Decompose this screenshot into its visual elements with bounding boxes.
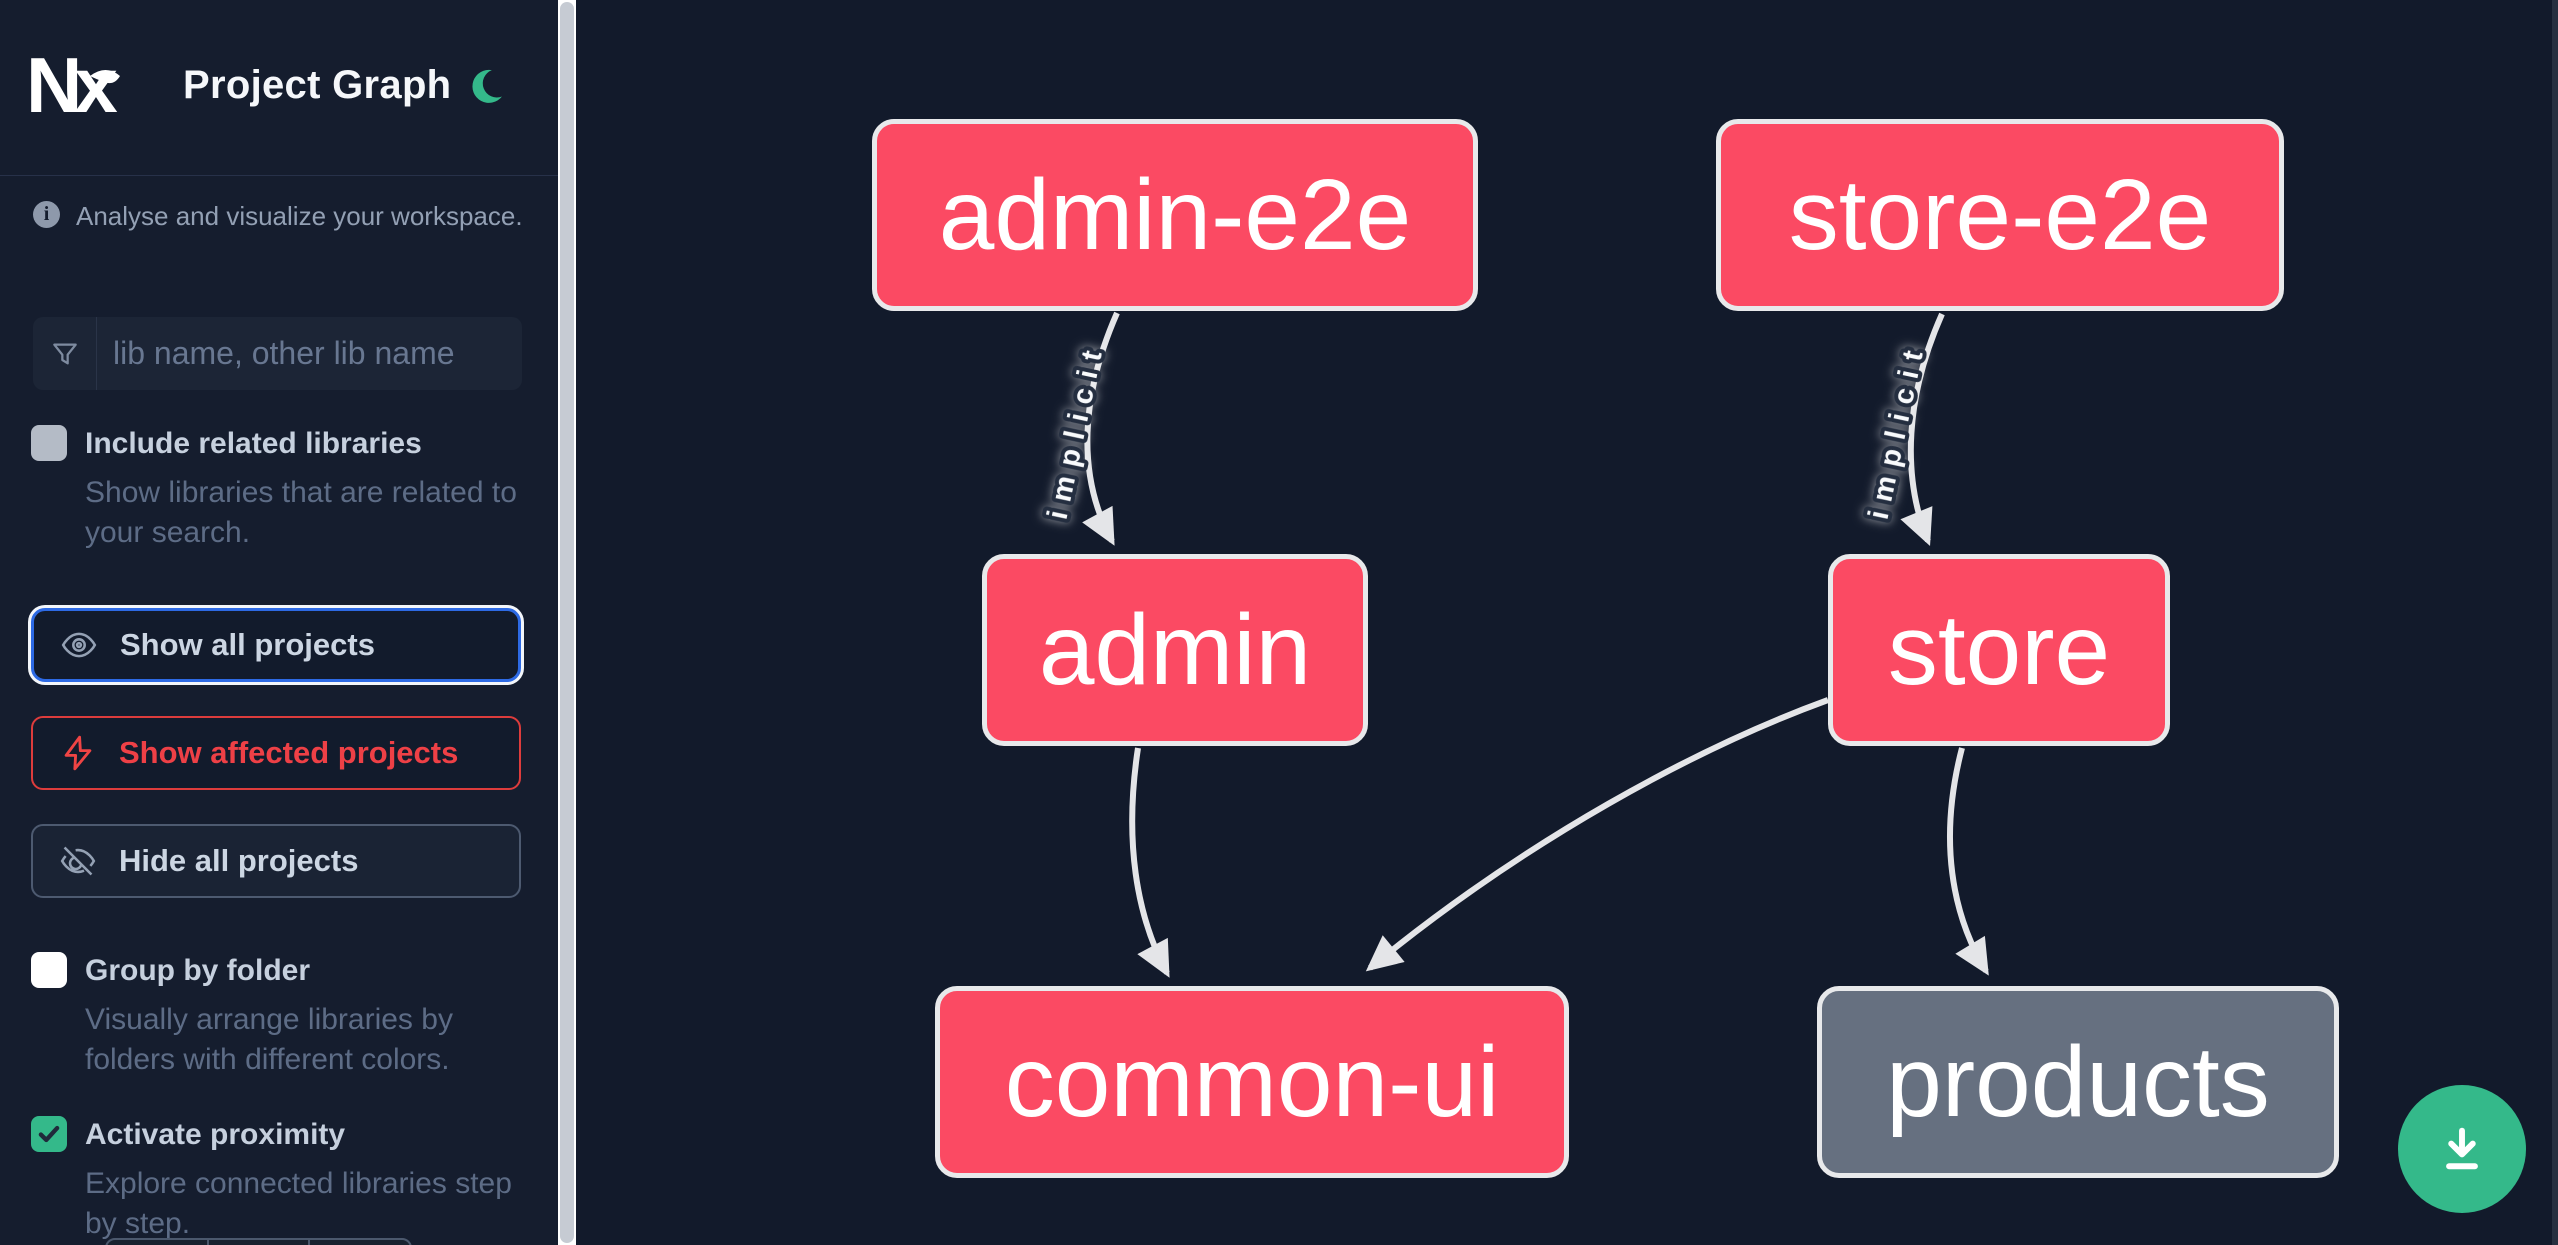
download-graph-button[interactable] (2398, 1085, 2526, 1213)
hide-all-projects-button[interactable]: Hide all projects (31, 824, 521, 898)
sidebar-scrollbar-thumb[interactable] (560, 2, 574, 1243)
project-node-admin[interactable]: admin (982, 554, 1368, 746)
activate-proximity-label: Activate proximity (85, 1118, 346, 1151)
graph-canvas[interactable]: implicit implicit admin-e2e store-e2e ad… (576, 0, 2552, 1245)
workspace-tagline-row: i Analyse and visualize your workspace. (33, 200, 533, 231)
stepper-increment-button[interactable] (310, 1240, 410, 1245)
show-affected-projects-label: Show affected projects (119, 735, 459, 770)
info-icon: i (33, 201, 60, 228)
edge-label-implicit: implicit (1863, 338, 1932, 522)
eye-off-icon (60, 846, 96, 876)
download-icon (2446, 1127, 2478, 1170)
group-by-folder-checkbox[interactable] (31, 952, 67, 988)
project-node-products[interactable]: products (1817, 986, 2339, 1178)
edge-label-implicit: implicit (1042, 338, 1111, 522)
sidebar: Nx Project Graph i Analyse and visualize… (0, 0, 558, 1245)
page-scrollbar[interactable] (2552, 0, 2558, 1245)
edge-store-to-common-ui (1365, 697, 1830, 972)
nx-logo: Nx (30, 50, 125, 122)
include-related-description: Show libraries that are related to your … (85, 476, 517, 549)
edge-store-e2e-to-store (1900, 312, 1945, 546)
edge-admin-to-common-ui (1129, 747, 1170, 978)
stepper-value (209, 1240, 311, 1245)
proximity-stepper (105, 1238, 412, 1245)
show-all-projects-label: Show all projects (120, 627, 375, 662)
edge-admin-e2e-to-admin (1082, 311, 1120, 546)
workspace-tagline: Analyse and visualize your workspace. (76, 201, 523, 231)
project-node-common-ui[interactable]: common-ui (935, 986, 1569, 1178)
include-related-label: Include related libraries (85, 427, 422, 460)
include-related-checkbox[interactable] (31, 425, 67, 461)
group-by-folder-description: Visually arrange libraries by folders wi… (85, 1003, 453, 1076)
svg-text:Nx: Nx (30, 50, 117, 122)
dependency-edges: implicit implicit (1038, 311, 1989, 978)
project-node-store-e2e[interactable]: store-e2e (1716, 119, 2284, 311)
show-affected-projects-button[interactable]: Show affected projects (31, 716, 521, 790)
show-all-projects-button[interactable]: Show all projects (31, 608, 521, 682)
stepper-decrement-button[interactable] (107, 1240, 209, 1245)
dark-mode-moon-icon[interactable] (468, 64, 512, 108)
page-title: Project Graph (183, 63, 452, 107)
hide-all-projects-label: Hide all projects (119, 843, 359, 878)
sidebar-scrollbar-track[interactable] (558, 0, 576, 1245)
filter-icon (33, 317, 97, 390)
bolt-icon (64, 735, 92, 771)
project-node-admin-e2e[interactable]: admin-e2e (872, 119, 1478, 311)
check-icon (38, 1125, 60, 1143)
search-box (33, 317, 549, 390)
group-by-folder-label: Group by folder (85, 954, 310, 987)
activate-proximity-description: Explore connected libraries step by step… (85, 1167, 512, 1240)
sidebar-header: Nx Project Graph (0, 0, 558, 176)
search-input[interactable] (97, 317, 549, 390)
edge-store-to-products (1947, 747, 1989, 976)
eye-icon (61, 632, 97, 658)
activate-proximity-checkbox[interactable] (31, 1116, 67, 1152)
project-node-store[interactable]: store (1828, 554, 2170, 746)
